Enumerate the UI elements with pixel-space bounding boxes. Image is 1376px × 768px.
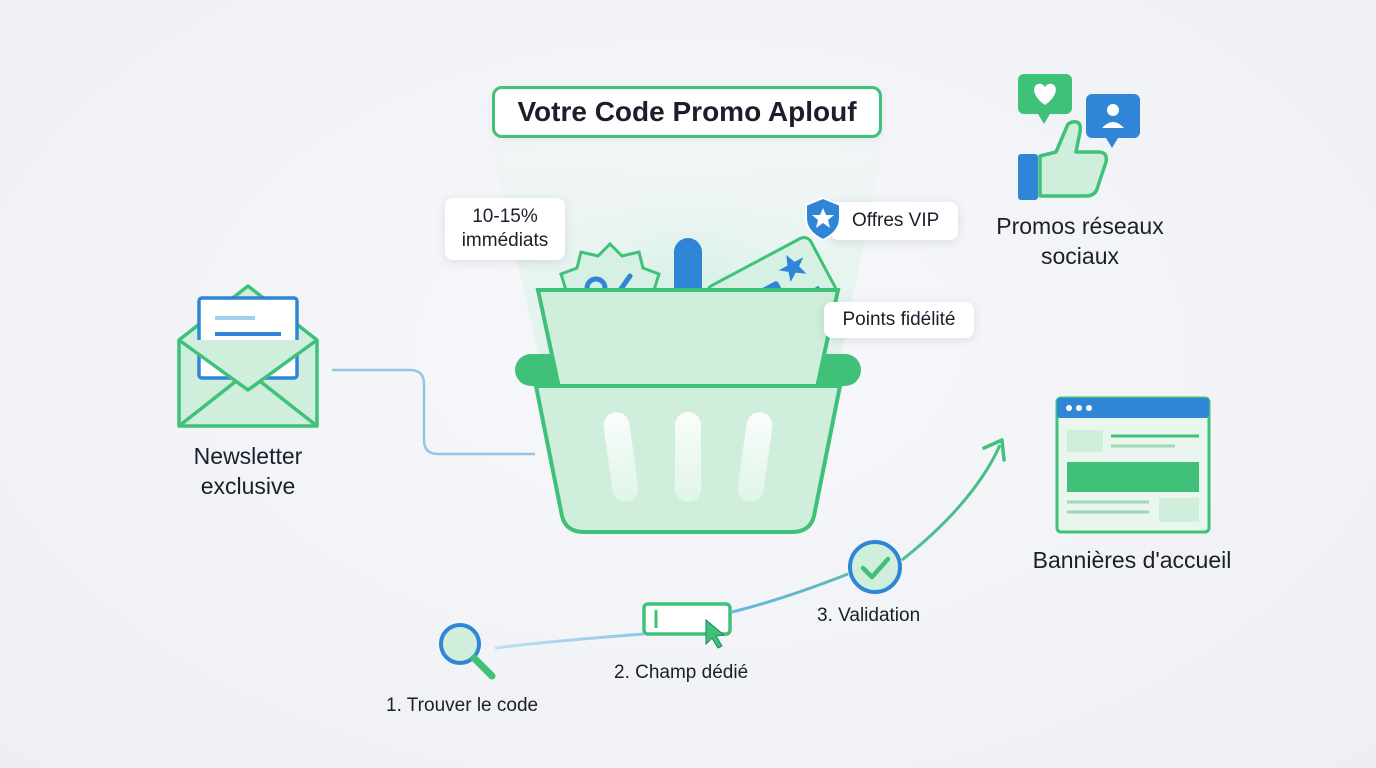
loyalty-badge: Points fidélité <box>824 302 974 338</box>
page-title: Votre Code Promo Aplouf <box>492 86 882 138</box>
input-field-icon <box>642 602 732 649</box>
steps-flow-line <box>494 444 1002 650</box>
step-2-label: 2. Champ dédié <box>614 662 749 683</box>
loyalty-badge-label: Points fidélité <box>842 309 956 330</box>
newsletter-label: Newsletter exclusive <box>193 443 303 499</box>
discount-badge-label: 10-15% immédiats <box>461 206 549 251</box>
discount-badge: 10-15% immédiats <box>445 198 565 260</box>
magnifier-icon <box>439 623 496 680</box>
banners-label: Bannières d'accueil <box>1032 547 1232 573</box>
check-circle-icon <box>848 540 902 594</box>
social-label: Promos réseaux sociaux <box>996 213 1164 269</box>
basket-bottom <box>533 384 843 534</box>
arrow-head-icon <box>982 438 1006 462</box>
vip-badge-label: Offres VIP <box>852 210 940 231</box>
social-media-icon <box>1018 74 1140 200</box>
envelope-icon <box>177 284 319 428</box>
step-3-label: 3. Validation <box>817 605 921 626</box>
vip-badge: Offres VIP <box>830 202 958 240</box>
browser-window-icon <box>1055 396 1211 534</box>
step-1-label: 1. Trouver le code <box>386 695 539 716</box>
newsletter-connector <box>332 368 535 456</box>
shield-star-icon <box>805 196 841 242</box>
